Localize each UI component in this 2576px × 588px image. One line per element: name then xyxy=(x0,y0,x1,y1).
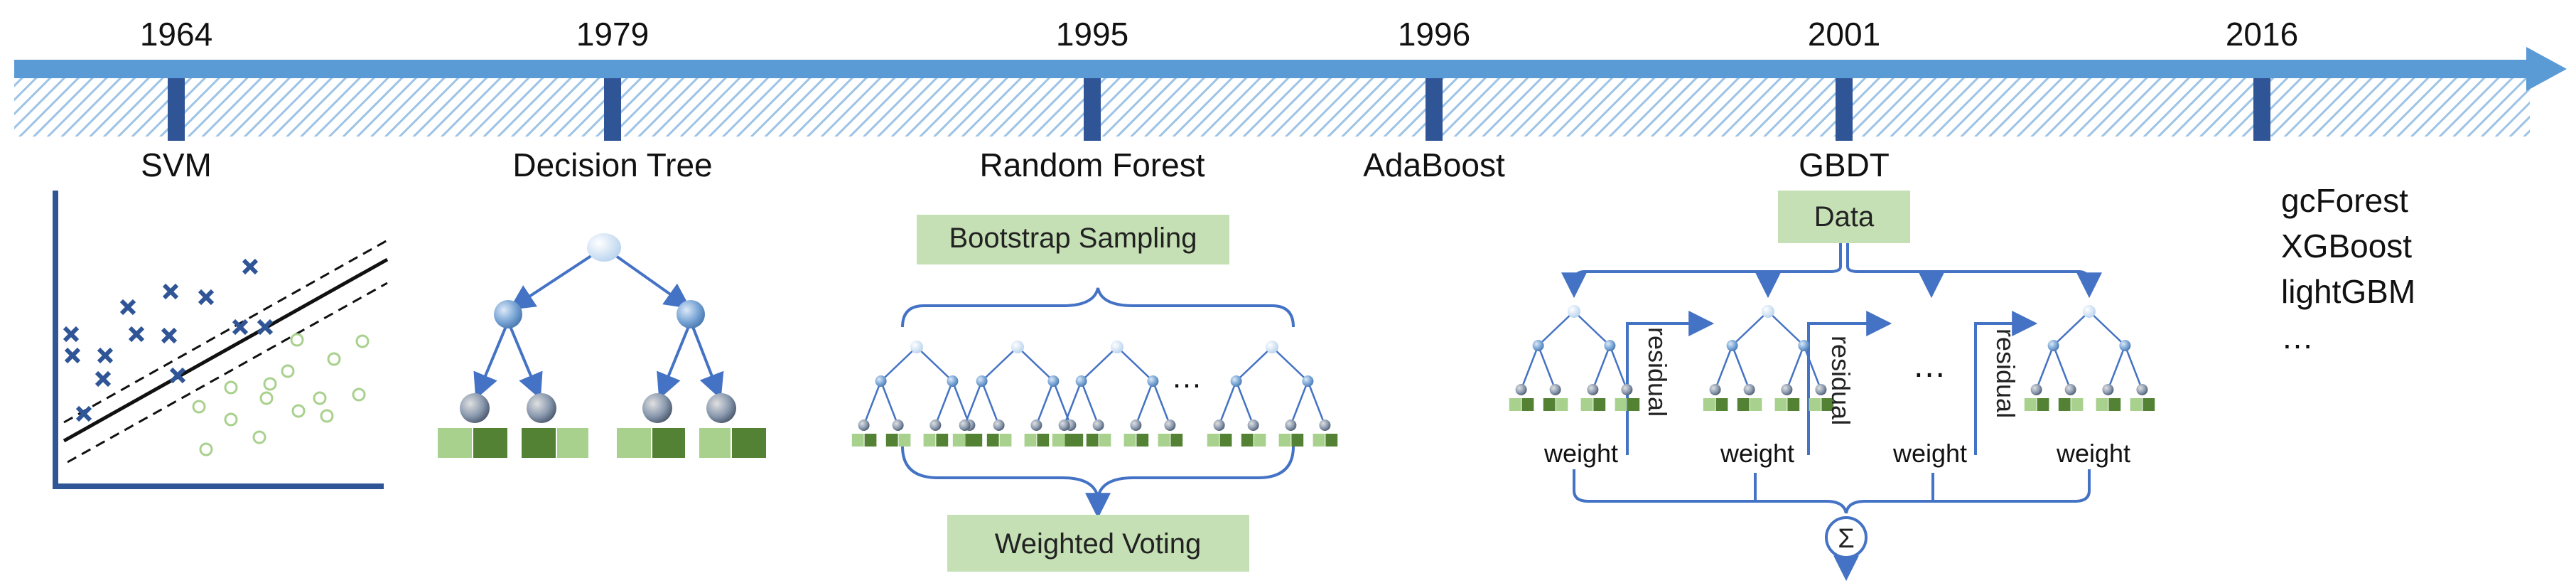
timeline-marker-2001 xyxy=(1836,78,1853,141)
timeline-label-1996: AdaBoost xyxy=(1363,146,1505,183)
bootstrap-sampling-label: Bootstrap Sampling xyxy=(949,223,1197,254)
svm-point-cross xyxy=(97,347,114,364)
svm-point-circle xyxy=(352,387,366,402)
timeline-year-1995: 1995 xyxy=(1056,16,1128,53)
timeline-year-2016: 2016 xyxy=(2226,16,2298,53)
rf-tree-4 xyxy=(1207,341,1338,447)
svm-point-cross xyxy=(128,326,145,343)
svm-class-b-points xyxy=(192,333,370,456)
recent-method-item: gcForest xyxy=(2281,182,2408,219)
recent-method-item: lightGBM xyxy=(2281,273,2415,310)
gbdt-tree-1 xyxy=(1509,305,1640,411)
timeline-label-1979: Decision Tree xyxy=(512,146,712,183)
timeline-hatch-band xyxy=(14,78,2530,137)
timeline-marker-2016 xyxy=(2253,78,2270,141)
svm-point-cross xyxy=(242,258,259,275)
recent-method-item: XGBoost xyxy=(2281,228,2412,264)
timeline-marker-1995 xyxy=(1084,78,1101,141)
svm-point-cross xyxy=(257,319,274,336)
gbdt-tree-4 xyxy=(2024,305,2155,411)
svm-point-cross xyxy=(161,327,178,344)
svm-point-cross xyxy=(95,370,112,387)
svm-point-circle xyxy=(252,430,266,444)
weight-label-2: weight xyxy=(1720,439,1794,468)
timeline-year-1996: 1996 xyxy=(1398,16,1470,53)
svm-point-circle xyxy=(313,391,327,405)
svm-point-cross xyxy=(63,326,80,343)
residual-label-2: residual xyxy=(1826,336,1855,425)
bootstrap-sampling-box xyxy=(917,215,1229,264)
weighted-voting-label: Weighted Voting xyxy=(995,528,1202,560)
weighted-voting-box xyxy=(947,515,1249,572)
gbdt-tree-2 xyxy=(1703,305,1834,411)
svm-point-circle xyxy=(281,364,295,378)
timeline-marker-1964 xyxy=(168,78,185,141)
gbdt-data-label: Data xyxy=(1814,201,1875,232)
random-forest-illustration: Bootstrap Sampling … Weighted Voting xyxy=(851,215,1338,572)
timeline-arrow-head xyxy=(2526,47,2567,91)
svm-point-cross xyxy=(198,289,215,306)
svm-point-cross xyxy=(64,347,81,364)
svm-point-cross xyxy=(75,405,92,422)
gbdt-sum-symbol: Σ xyxy=(1838,524,1855,554)
rf-tree-1 xyxy=(851,341,983,447)
svm-point-circle xyxy=(327,352,341,366)
svm-point-circle xyxy=(224,380,238,395)
timeline-year-1964: 1964 xyxy=(140,16,212,53)
svm-point-circle xyxy=(320,409,334,423)
svm-point-circle xyxy=(224,412,238,427)
weight-label-4: weight xyxy=(2056,439,2130,468)
svm-point-cross xyxy=(232,319,249,336)
gbdt-illustration: Data Σ … residual residual residual weig… xyxy=(1509,191,2155,582)
rf-ellipsis: … xyxy=(1171,360,1202,395)
svm-point-cross xyxy=(169,367,186,384)
svm-point-circle xyxy=(199,442,213,456)
svm-class-a-points xyxy=(63,258,274,422)
timeline-year-2001: 2001 xyxy=(1808,16,1880,53)
gbdt-ellipsis: … xyxy=(1912,347,1946,385)
timeline-year-1979: 1979 xyxy=(576,16,649,53)
recent-method-item: … xyxy=(2281,319,2314,356)
timeline-marker-1996 xyxy=(1426,78,1443,141)
rf-tree-3 xyxy=(1052,341,1183,447)
svm-point-circle xyxy=(263,377,277,391)
timeline-label-2001: GBDT xyxy=(1799,146,1890,183)
gbdt-data-box xyxy=(1778,191,1910,243)
timeline-marker-1979 xyxy=(604,78,621,141)
decision-tree-illustration xyxy=(438,233,766,458)
weight-label-3: weight xyxy=(1892,439,1967,468)
svm-point-circle xyxy=(259,391,274,405)
timeline-label-1995: Random Forest xyxy=(979,146,1205,183)
svm-point-circle xyxy=(290,333,304,347)
svm-illustration xyxy=(53,191,389,489)
timeline-label-1964: SVM xyxy=(141,146,212,183)
svm-point-cross xyxy=(119,299,136,316)
svm-point-cross xyxy=(162,283,179,300)
svm-point-circle xyxy=(192,400,206,414)
gbdt-sum-node xyxy=(1825,516,1868,559)
svm-point-circle xyxy=(355,334,370,348)
residual-label-3: residual xyxy=(1991,328,2020,418)
timeline-arrow-shaft xyxy=(14,60,2530,78)
svm-point-circle xyxy=(291,404,306,418)
residual-label-1: residual xyxy=(1643,327,1672,417)
weight-label-1: weight xyxy=(1543,439,1618,468)
